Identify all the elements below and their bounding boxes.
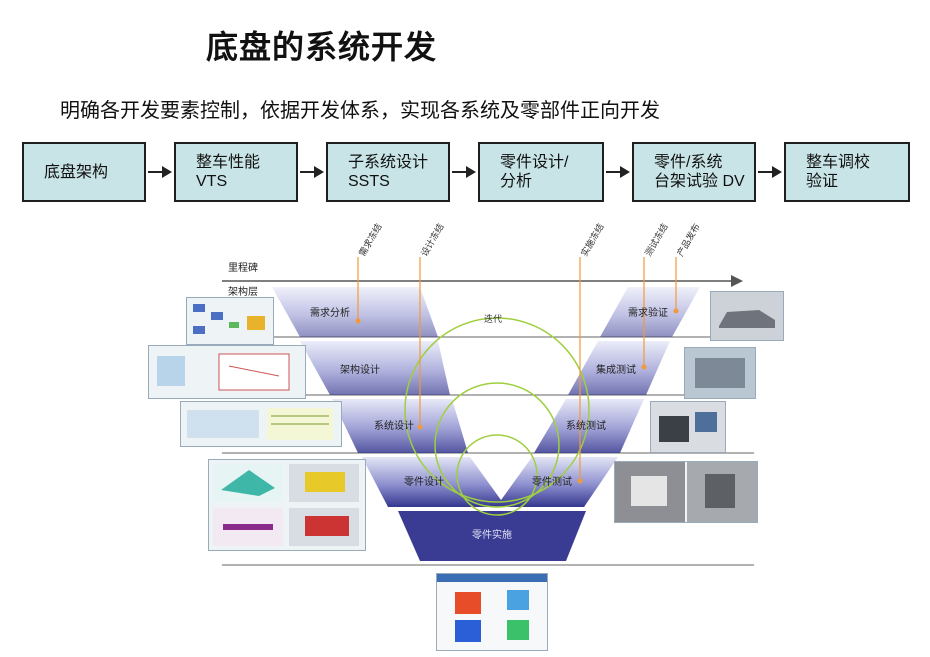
part-cad-icon: [213, 464, 359, 546]
v-model-svg: 里程碑 架构层 迭代: [222, 221, 754, 566]
milestone-test-freeze: 测试冻结: [642, 221, 670, 258]
stage-part-implementation: 零件实施: [472, 528, 512, 541]
flow-step-bench-test: 零件/系统 台架试验 DV: [632, 142, 756, 202]
iteration-loop-mid: [434, 382, 560, 508]
v-right-arm: [496, 287, 700, 507]
v-bottom-stage: [398, 511, 586, 561]
flow-step-line1: 零件设计/: [500, 154, 569, 171]
stage-part-design: 零件设计: [404, 475, 444, 488]
architecture-diagram-image: [186, 297, 274, 345]
milestone-label: 里程碑: [228, 261, 258, 274]
arch-layer-label: 架构层: [228, 285, 258, 298]
milestone-product-release: 产品发布: [674, 221, 702, 258]
part-cad-image: [208, 459, 366, 551]
subsystem-model-image: [180, 401, 342, 447]
milestone-dots: [355, 308, 679, 484]
vibration-analysis-image: [436, 573, 548, 651]
test-rig-icon: [685, 348, 755, 398]
suspension-layout-image: [148, 345, 306, 399]
flow-arrow-icon: [758, 166, 782, 178]
flow-step-line1: 底盘架构: [44, 163, 109, 181]
flow-step-line2: 验证: [806, 173, 839, 190]
vehicle-photo: [710, 291, 784, 341]
iteration-loop-outer: [404, 317, 590, 503]
vibration-analysis-icon: [437, 574, 547, 650]
flow-arrow-icon: [452, 166, 476, 178]
flow-arrow-icon: [606, 166, 630, 178]
flow-step-line1: 整车调校: [806, 154, 871, 171]
stage-part-test: 零件测试: [532, 475, 572, 488]
stage-requirement-validation: 需求验证: [628, 306, 668, 319]
v-model-diagram: 里程碑 架构层 迭代: [0, 215, 930, 653]
milestone-impl-freeze: 实施冻结: [578, 221, 606, 258]
milestone-design-freeze: 设计冻结: [418, 221, 446, 258]
iteration-loop-inner: [456, 434, 538, 516]
lab-equipment-icon: [651, 402, 725, 452]
stage-system-design: 系统设计: [374, 419, 414, 432]
page-subtitle: 明确各开发要素控制，依据开发体系，实现各系统及零部件正向开发: [60, 98, 660, 122]
component-test-photo: [614, 461, 758, 523]
stage-requirement-analysis: 需求分析: [310, 306, 350, 319]
stage-architecture-design: 架构设计: [340, 363, 380, 376]
subsystem-model-icon: [187, 408, 333, 440]
iteration-label: 迭代: [484, 313, 502, 325]
stage-integration-test: 集成测试: [596, 363, 636, 376]
flow-step-vts: 整车性能 VTS: [174, 142, 298, 202]
flow-step-ssts: 子系统设计 SSTS: [326, 142, 450, 202]
flow-step-vehicle-tuning: 整车调校 验证: [784, 142, 910, 202]
bench-test-icon: [615, 462, 757, 522]
milestone-markers: [357, 257, 677, 481]
flow-step-part-design: 零件设计/ 分析: [478, 142, 604, 202]
flow-arrow-icon: [148, 166, 172, 178]
flow-step-line2: VTS: [196, 173, 228, 190]
suspension-layout-icon: [157, 353, 290, 391]
flow-step-line2: 台架试验 DV: [654, 173, 745, 190]
stage-system-test: 系统测试: [566, 419, 606, 432]
flow-step-line2: 分析: [500, 173, 533, 190]
flow-step-chassis-architecture: 底盘架构: [22, 142, 146, 202]
flow-step-line2: SSTS: [348, 173, 390, 190]
architecture-diagram-icon: [193, 304, 265, 334]
flow-step-line1: 整车性能: [196, 154, 261, 171]
integration-test-photo: [684, 347, 756, 399]
vehicle-icon: [711, 292, 783, 340]
milestone-requirement-freeze: 需求冻结: [356, 221, 384, 258]
v-left-arm: [272, 287, 506, 507]
process-flow: 底盘架构 整车性能 VTS 子系统设计 SSTS 零件设计/ 分析 零件/系统 …: [0, 0, 930, 215]
flow-arrow-icon: [300, 166, 324, 178]
system-test-photo: [650, 401, 726, 453]
page-title: 底盘的系统开发: [206, 28, 438, 66]
flow-step-line1: 子系统设计: [348, 154, 429, 171]
flow-step-line1: 零件/系统: [654, 154, 723, 171]
